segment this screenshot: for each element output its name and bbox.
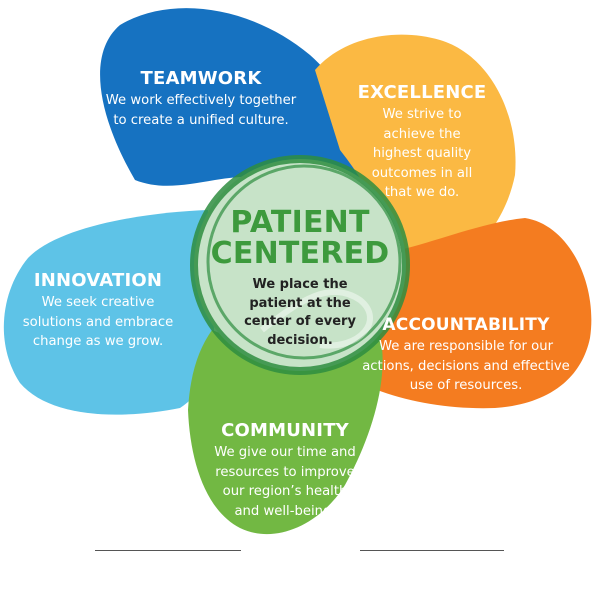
innovation-title: INNOVATION xyxy=(33,270,163,291)
accountability-block: ACCOUNTABILITY We are responsible for ou… xyxy=(350,315,582,396)
center-ring-outer xyxy=(190,155,410,375)
bottom-rule-right xyxy=(360,550,504,551)
innovation-petal xyxy=(3,210,216,415)
excellence-block: EXCELLENCE We strive to achieve the high… xyxy=(348,82,496,203)
center-title-line2: CENTERED xyxy=(210,236,390,271)
accountability-description: We are responsible for our actions, deci… xyxy=(362,339,570,393)
center-swirl xyxy=(260,288,373,349)
community-description: We give our time and resources to improv… xyxy=(214,445,356,519)
teamwork-title: TEAMWORK xyxy=(140,68,262,89)
center-ring-inner xyxy=(206,164,402,360)
accountability-title: ACCOUNTABILITY xyxy=(382,315,550,335)
excellence-title: EXCELLENCE xyxy=(357,82,487,103)
community-block: COMMUNITY We give our time and resources… xyxy=(205,420,365,521)
community-title: COMMUNITY xyxy=(221,420,349,441)
innovation-description: We seek creative solutions and embrace c… xyxy=(22,295,174,349)
center-circle xyxy=(194,159,406,371)
excellence-description: We strive to achieve the highest quality… xyxy=(371,107,473,200)
teamwork-block: TEAMWORK We work effectively together to… xyxy=(96,68,306,130)
center-description: We place the patient at the center of ev… xyxy=(244,277,356,348)
community-petal xyxy=(188,330,383,535)
center-block: PATIENT CENTERED We place the patient at… xyxy=(210,208,390,350)
innovation-block: INNOVATION We seek creative solutions an… xyxy=(16,270,180,352)
teamwork-description: We work effectively together to create a… xyxy=(105,93,297,128)
bottom-rule-left xyxy=(95,550,241,551)
center-title-line1: PATIENT xyxy=(230,205,370,240)
